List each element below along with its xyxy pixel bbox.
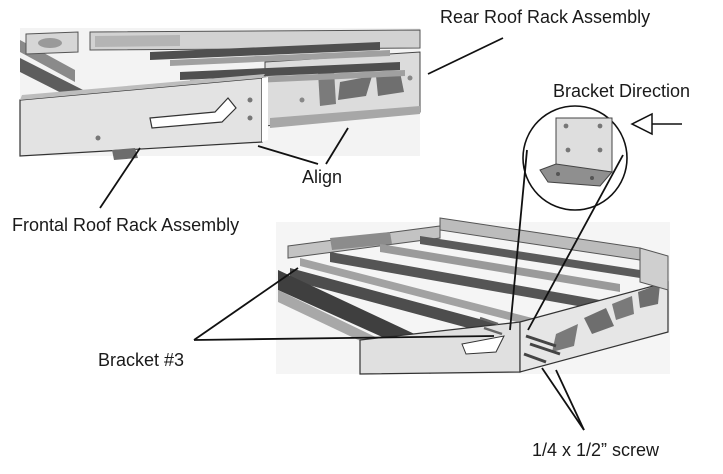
leader-bracket-3-b — [193, 335, 495, 341]
screw-label: 1/4 x 1/2” screw — [532, 440, 660, 460]
align-label: Align — [302, 167, 343, 187]
leader-align-left — [257, 145, 319, 165]
leader-frontal-assembly — [99, 147, 141, 209]
screw-set — [479, 316, 561, 364]
rear-assembly-label: Rear Roof Rack Assembly — [440, 7, 651, 27]
bracket-direction-label: Bracket Direction — [553, 81, 691, 101]
bracket-3-label: Bracket #3 — [98, 350, 185, 370]
top-rack-illustration — [19, 28, 421, 160]
leader-lines — [99, 37, 624, 431]
leader-screw-b — [555, 369, 585, 431]
bottom-rack-illustration — [276, 217, 670, 375]
leader-detail-right — [527, 154, 624, 331]
leader-rear-assembly — [427, 37, 504, 75]
bracket-detail-magnifier — [522, 105, 628, 211]
frontal-assembly-label: Frontal Roof Rack Assembly — [12, 215, 240, 235]
leader-align-right — [325, 127, 349, 165]
leader-screw-a — [541, 367, 585, 431]
bracket-direction-arrow — [630, 112, 682, 136]
leader-bracket-3-a — [193, 267, 299, 341]
leader-detail-left — [509, 149, 528, 331]
